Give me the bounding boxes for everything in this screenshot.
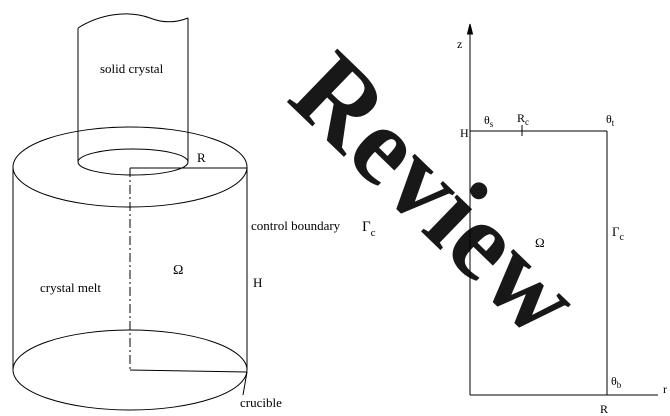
gamma-c-label-right: Γc — [612, 224, 625, 243]
solid-crystal-label: solid crystal — [100, 61, 164, 76]
rc-label: Rc — [517, 111, 529, 127]
watermark-text: Review — [268, 29, 605, 360]
crucible-label: crucible — [240, 395, 282, 410]
h-label-right: H — [460, 126, 469, 140]
crystal-melt-label: crystal melt — [40, 280, 101, 295]
theta-b-label: θb — [611, 374, 622, 390]
radius-line-bottom — [129, 369, 248, 373]
z-axis-label: z — [457, 37, 462, 51]
omega-label-left: Ω — [173, 263, 183, 278]
theta-t-label: θt — [606, 112, 615, 128]
r-label-right: R — [600, 402, 608, 416]
z-axis-arrow — [466, 23, 474, 35]
crystal-interface-ellipse — [77, 148, 189, 176]
height-label: H — [253, 275, 262, 290]
crystal-rod-top — [77, 13, 189, 29]
omega-label-right: Ω — [535, 235, 545, 250]
radius-label: R — [197, 150, 206, 165]
crucible-leader — [242, 371, 248, 396]
left-figure — [12, 13, 248, 411]
control-boundary-label: control boundary — [251, 218, 341, 233]
crucible-top-ellipse — [12, 126, 248, 208]
right-figure-labels: z H θs Rc θt Ω Γc θb r R — [457, 37, 667, 416]
left-figure-labels: solid crystal R crystal melt Ω H control… — [40, 61, 376, 410]
theta-s-label: θs — [484, 113, 494, 129]
watermark: Review — [268, 29, 605, 360]
right-figure — [466, 23, 658, 396]
gamma-c-label-left: Γc — [362, 219, 376, 239]
r-axis-label: r — [663, 382, 667, 396]
